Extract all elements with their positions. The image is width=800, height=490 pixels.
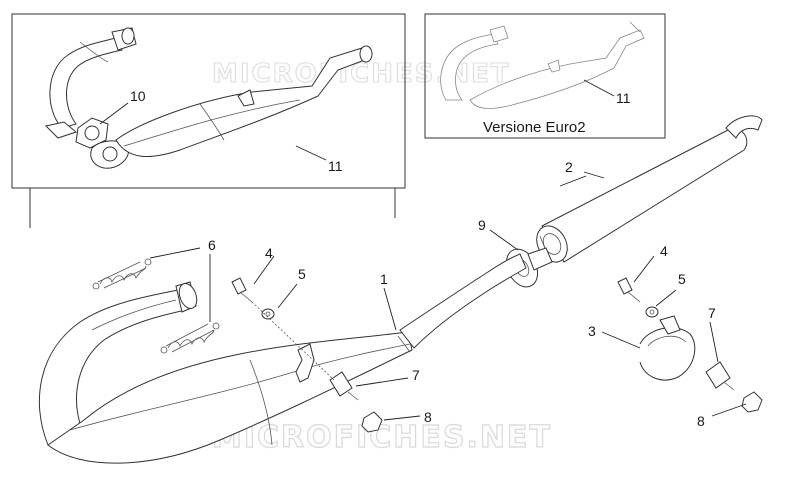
callout-5-left: 5: [298, 266, 306, 282]
inset-left-silencer: [115, 45, 373, 158]
hardware-right: [617, 277, 763, 413]
springs-part-6: [92, 258, 220, 354]
inset-right-silencer: [440, 21, 645, 109]
inset-left: 10 11: [11, 13, 406, 228]
callout-4-right: 4: [660, 243, 668, 259]
inset-right-title: Versione Euro2: [483, 119, 586, 136]
muffler-part-2: [536, 115, 763, 263]
callout-8-right: 8: [697, 413, 705, 429]
watermark-top: MICROFICHES.NET: [212, 59, 511, 89]
callout-9: 9: [478, 217, 486, 233]
inset-left-frame: [11, 13, 406, 189]
inset-right: 11 Versione Euro2: [424, 13, 666, 139]
inset-left-gasket: [75, 117, 130, 169]
inset-left-header-pipe: [45, 27, 137, 139]
callout-10: 10: [130, 88, 146, 104]
watermark-bottom: MICROFICHES.NET: [212, 420, 552, 455]
callout-3: 3: [588, 323, 596, 339]
callout-8-left: 8: [424, 409, 432, 425]
callout-7-right: 7: [708, 305, 716, 321]
callout-6: 6: [208, 237, 216, 253]
leader-lines: [149, 171, 747, 421]
inset-right-frame: [424, 13, 666, 139]
callout-1: 1: [380, 271, 388, 287]
callout-11-inset-right: 11: [616, 90, 631, 106]
callout-2: 2: [565, 159, 573, 175]
callout-11-inset-left: 11: [328, 158, 343, 174]
callout-5-right: 5: [678, 271, 686, 287]
callout-7-left: 7: [412, 367, 420, 383]
hardware-left: [231, 277, 383, 433]
callout-4-left: 4: [265, 245, 273, 261]
exhaust-pipe-part-1: [38, 253, 527, 464]
